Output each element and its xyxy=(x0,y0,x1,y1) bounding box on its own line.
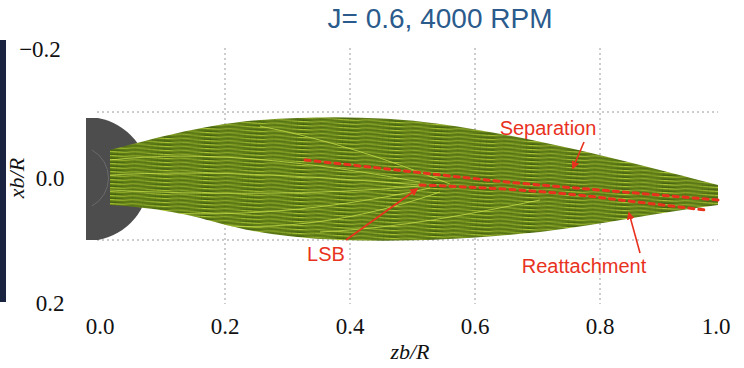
x-tick-label: 0.8 xyxy=(586,315,615,338)
callout-label: Reattachment xyxy=(522,256,647,276)
x-axis-label: zb/R xyxy=(390,341,429,363)
streakline xyxy=(130,188,430,214)
x-tick-label: 0.2 xyxy=(211,315,240,338)
y-tick-label: 0.0 xyxy=(36,167,65,190)
chart-title: J= 0.6, 4000 RPM xyxy=(328,5,553,33)
streakline xyxy=(260,126,450,184)
y-tick-label: 0.2 xyxy=(36,292,65,315)
reattachment-line xyxy=(420,185,705,210)
x-tick-label: 1.0 xyxy=(702,315,731,338)
streaklines xyxy=(100,100,730,260)
x-tick-label: 0.0 xyxy=(86,315,115,338)
callout-arrows xyxy=(346,142,640,253)
streakline xyxy=(110,186,420,193)
streakline xyxy=(200,192,440,226)
blade-surface xyxy=(100,100,730,260)
callout-arrow xyxy=(346,189,417,240)
callout-arrow xyxy=(573,142,584,168)
y-axis-label: xb/R xyxy=(6,158,28,198)
hub-streak xyxy=(92,150,109,206)
streakline xyxy=(110,156,420,182)
y-tick-label: −0.2 xyxy=(19,38,61,61)
streakline xyxy=(110,173,420,185)
streakline xyxy=(320,200,540,232)
callout-label: Separation xyxy=(500,118,597,138)
x-tick-label: 0.4 xyxy=(336,315,365,338)
x-tick-label: 0.6 xyxy=(461,315,490,338)
grid-line xyxy=(97,112,718,113)
red-dashed-lines xyxy=(305,160,718,210)
callout-arrow xyxy=(629,213,640,253)
separation-line xyxy=(305,160,718,200)
callout-label: LSB xyxy=(307,244,345,264)
